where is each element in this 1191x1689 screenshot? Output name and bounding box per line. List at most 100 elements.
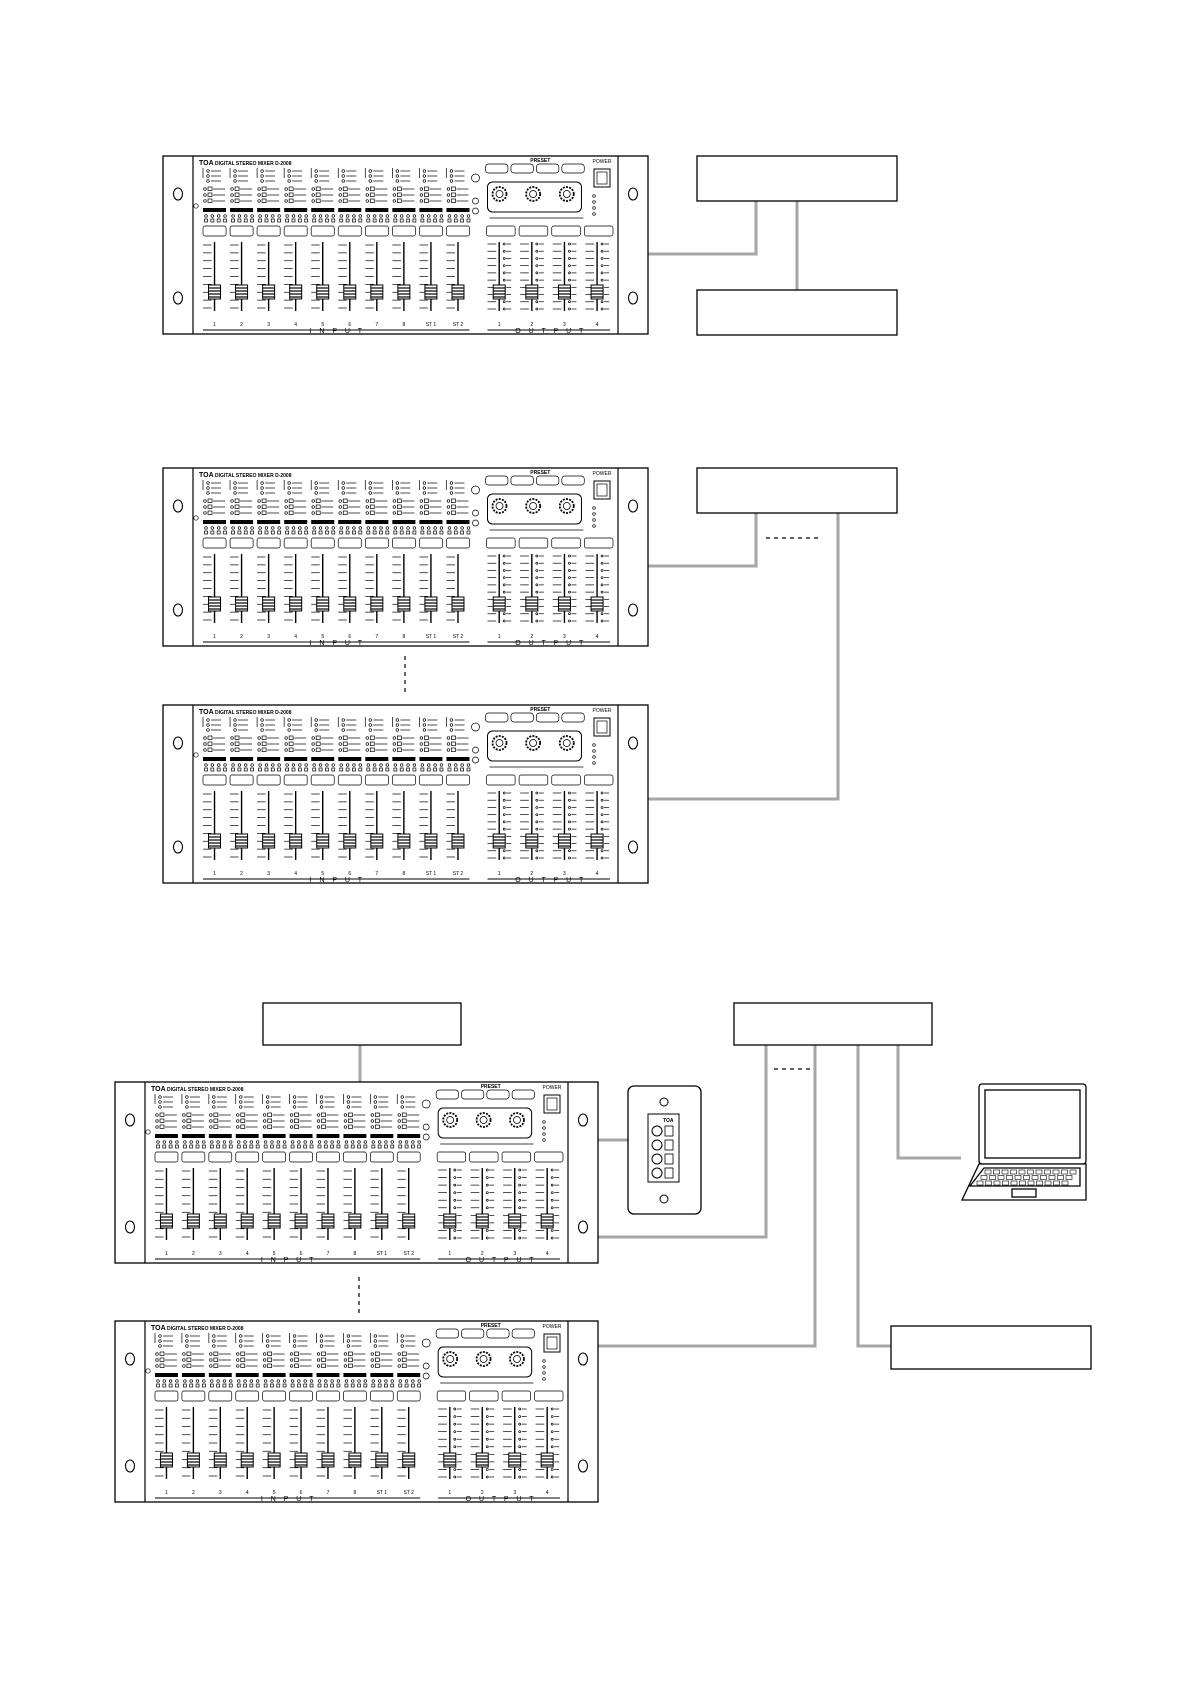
channel-number: 4	[294, 322, 297, 328]
strip-led	[230, 742, 234, 746]
rack-hole	[627, 187, 639, 201]
strip-led	[338, 199, 342, 203]
assign-switch	[466, 530, 471, 535]
strip-led	[266, 1105, 270, 1109]
strip-bar	[370, 1134, 394, 1138]
strip-switch	[294, 1124, 299, 1129]
strip-led	[370, 1364, 374, 1368]
assign-switch	[352, 767, 356, 772]
output-meter-led	[518, 1183, 522, 1187]
strip-led	[346, 1100, 351, 1104]
output-meter-led	[535, 554, 539, 558]
assign-led	[270, 1140, 274, 1144]
strip-led	[419, 187, 424, 191]
assign-led	[460, 526, 464, 530]
laptop-key	[1048, 1175, 1056, 1180]
channel-number: ST 2	[403, 1490, 414, 1496]
output-section-label: O U T P U T	[466, 1496, 537, 1503]
strip-switch	[424, 504, 429, 509]
output-meter-led	[550, 1198, 554, 1202]
channel-name-plate	[235, 1151, 260, 1163]
assign-switch	[336, 1144, 341, 1149]
assign-led	[406, 763, 410, 767]
strip-led	[311, 748, 315, 752]
strip-switch	[342, 498, 348, 503]
assign-switch	[270, 218, 275, 223]
strip-led	[449, 179, 454, 183]
strip-led	[257, 187, 261, 191]
output-meter-led	[600, 583, 604, 587]
strip-led	[449, 718, 454, 722]
assign-switch	[168, 1144, 173, 1149]
remote-screw	[659, 1097, 669, 1107]
assign-led	[282, 1379, 287, 1383]
preset-label: PRESET	[481, 1323, 501, 1329]
strip-led	[392, 505, 397, 509]
assign-led	[285, 526, 289, 530]
remote-button-label	[664, 1153, 674, 1165]
channel-name-plate	[419, 225, 443, 237]
strip-switch	[315, 198, 321, 203]
assign-led	[210, 1140, 214, 1144]
preset-button	[510, 475, 534, 486]
status-led	[542, 1138, 546, 1142]
strip-led	[230, 736, 234, 740]
strip-led	[212, 1095, 216, 1099]
assign-led	[379, 526, 383, 530]
channel-name-plate	[154, 1151, 179, 1163]
aux-knob	[421, 1338, 431, 1348]
strip-led	[263, 1364, 267, 1368]
strip-switch	[342, 186, 348, 191]
assign-led	[466, 526, 471, 530]
remote-brand: TOA	[663, 1118, 674, 1124]
strip-switch	[288, 747, 294, 752]
assign-switch	[201, 1383, 206, 1388]
strip-switch	[261, 504, 267, 509]
channel-name-plate	[446, 774, 470, 786]
strip-switch	[288, 510, 294, 515]
strip-switch	[159, 1118, 165, 1123]
strip-led	[236, 1358, 240, 1362]
channel-name-plate	[396, 1390, 421, 1402]
output-number: 4	[596, 634, 599, 640]
assign-switch	[447, 218, 452, 223]
assign-switch	[460, 530, 464, 535]
output-meter-led	[568, 307, 571, 311]
strip-switch	[234, 747, 240, 752]
tone-knob	[558, 186, 575, 202]
output-meter-led	[502, 583, 506, 587]
strip-bar	[365, 208, 389, 212]
assign-switch	[323, 1144, 328, 1149]
tone-knob-cap	[495, 739, 504, 747]
channel-number: 1	[213, 871, 216, 877]
output-meter-led	[600, 242, 604, 246]
strip-led	[203, 499, 207, 503]
strip-led	[182, 1125, 186, 1129]
output-meter-led	[453, 1183, 457, 1187]
strip-led	[422, 728, 427, 732]
assign-led	[318, 214, 323, 218]
strip-bar	[203, 757, 227, 761]
output-meter-led	[535, 257, 539, 260]
strip-led	[239, 1344, 243, 1348]
assign-led	[285, 763, 289, 767]
assign-led	[244, 526, 248, 530]
strip-led	[314, 491, 318, 495]
strip-led	[206, 179, 210, 183]
assign-led	[271, 214, 275, 218]
strip-switch	[294, 1112, 299, 1117]
assign-led	[460, 763, 464, 767]
assign-led	[285, 214, 289, 218]
assign-led	[237, 214, 242, 218]
rack-hole	[627, 840, 639, 854]
strip-switch	[342, 735, 348, 740]
status-led	[592, 518, 596, 522]
output-meter-led	[600, 827, 604, 831]
cable-line	[856, 1044, 891, 1348]
strip-switch	[267, 1363, 273, 1368]
assign-switch	[249, 1144, 254, 1149]
assign-led	[249, 1140, 254, 1144]
output-meter-led	[600, 569, 604, 572]
strip-led	[368, 718, 372, 722]
channel-number: 8	[402, 634, 405, 640]
